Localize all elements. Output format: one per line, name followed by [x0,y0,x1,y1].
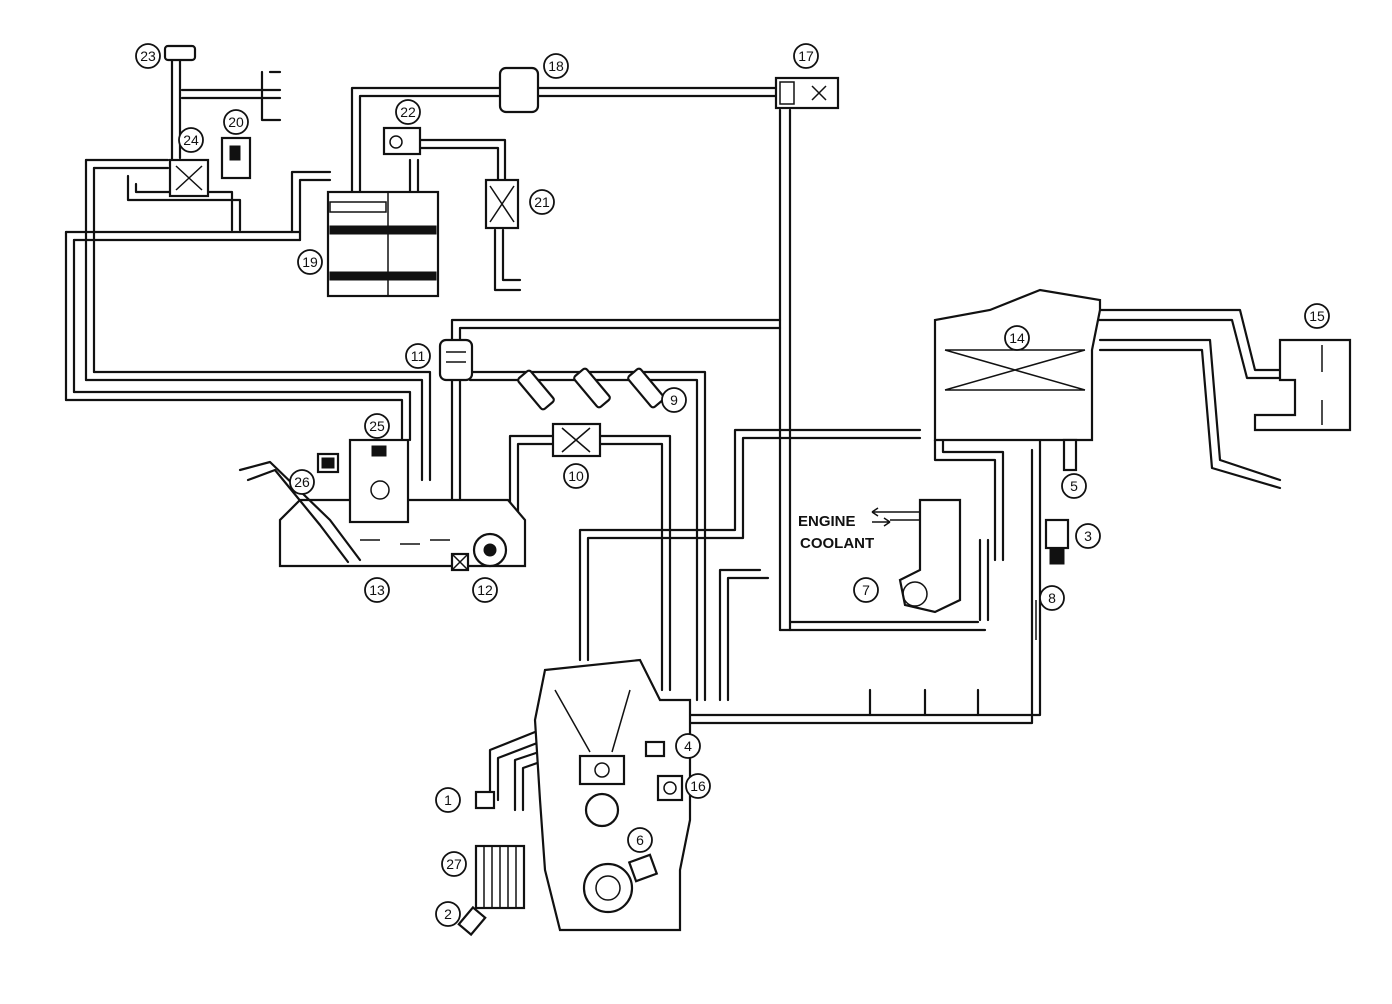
callout-10-label: 10 [568,468,584,484]
callout-16: 16 [685,773,711,799]
callouts: 23 24 20 18 17 22 21 19 11 9 25 26 10 13… [135,43,1330,927]
callout-1-label: 1 [444,792,452,808]
callout-25-label: 25 [369,418,385,434]
callout-18-label: 18 [548,58,564,74]
arrow-right-icon [872,517,891,527]
component-3 [1044,518,1070,565]
callout-19-label: 19 [302,254,318,270]
component-22 [382,126,422,156]
callout-24-label: 24 [183,132,199,148]
component-23 [163,44,197,62]
engine-label: ENGINE [798,513,856,530]
callout-20: 20 [223,109,249,135]
component-10 [551,422,602,458]
component-20 [220,136,252,180]
callout-10: 10 [563,463,589,489]
callout-11: 11 [405,343,431,369]
callout-2: 2 [435,901,461,927]
component-6 [627,853,659,883]
callout-16-label: 16 [690,778,706,794]
coolant-label: COOLANT [800,535,874,552]
callout-20-label: 20 [228,114,244,130]
callout-12-label: 12 [477,582,493,598]
callout-22-label: 22 [400,104,416,120]
callout-14: 14 [1004,325,1030,351]
callout-3: 3 [1075,523,1101,549]
callout-9: 9 [661,387,687,413]
callout-13-label: 13 [369,582,385,598]
callout-25: 25 [364,413,390,439]
callout-4-label: 4 [684,738,692,754]
callout-24: 24 [178,127,204,153]
component-25 [348,438,410,524]
component-4 [644,740,666,758]
arrow-left-icon [871,507,890,517]
callout-2-label: 2 [444,906,452,922]
callout-5: 5 [1061,473,1087,499]
callout-26-label: 26 [294,474,310,490]
callout-21: 21 [529,189,555,215]
callout-21-label: 21 [534,194,550,210]
callout-6: 6 [627,827,653,853]
engine-coolant-label: ENGINE COOLANT [798,507,891,552]
callout-15: 15 [1304,303,1330,329]
component-19 [326,190,440,298]
callout-12: 12 [472,577,498,603]
component-18 [498,66,540,114]
callout-17: 17 [793,43,819,69]
component-16 [656,774,684,802]
callout-6-label: 6 [636,832,644,848]
component-24 [168,158,210,198]
callout-18: 18 [543,53,569,79]
callout-11-label: 11 [411,348,426,364]
component-12 [450,532,508,572]
component-1 [474,790,496,810]
component-14 [933,288,1102,442]
component-13 [238,460,527,568]
callout-15-label: 15 [1309,308,1325,324]
callout-23: 23 [135,43,161,69]
callout-4: 4 [675,733,701,759]
callout-9-label: 9 [670,392,678,408]
component-9 [517,367,665,411]
component-17 [774,76,840,110]
callout-27-label: 27 [446,856,462,872]
callout-1: 1 [435,787,461,813]
callout-23-label: 23 [140,48,156,64]
component-5 [1062,438,1078,472]
component-7 [890,498,962,614]
callout-14-label: 14 [1009,330,1025,346]
component-15 [1253,338,1352,432]
piping [64,58,1282,812]
component-27 [474,844,526,910]
component-26 [316,452,340,474]
callout-13: 13 [364,577,390,603]
callout-27: 27 [441,851,467,877]
callout-19: 19 [297,249,323,275]
callout-26: 26 [289,469,315,495]
callout-22: 22 [395,99,421,125]
callout-7-label: 7 [862,582,870,598]
callout-5-label: 5 [1070,478,1078,494]
callout-7: 7 [853,577,879,603]
component-21 [484,178,520,230]
callout-8: 8 [1039,585,1065,611]
component-2 [457,905,487,937]
callout-3-label: 3 [1084,528,1092,544]
component-11 [438,338,474,382]
callout-8-label: 8 [1048,590,1056,606]
callout-17-label: 17 [798,48,814,64]
